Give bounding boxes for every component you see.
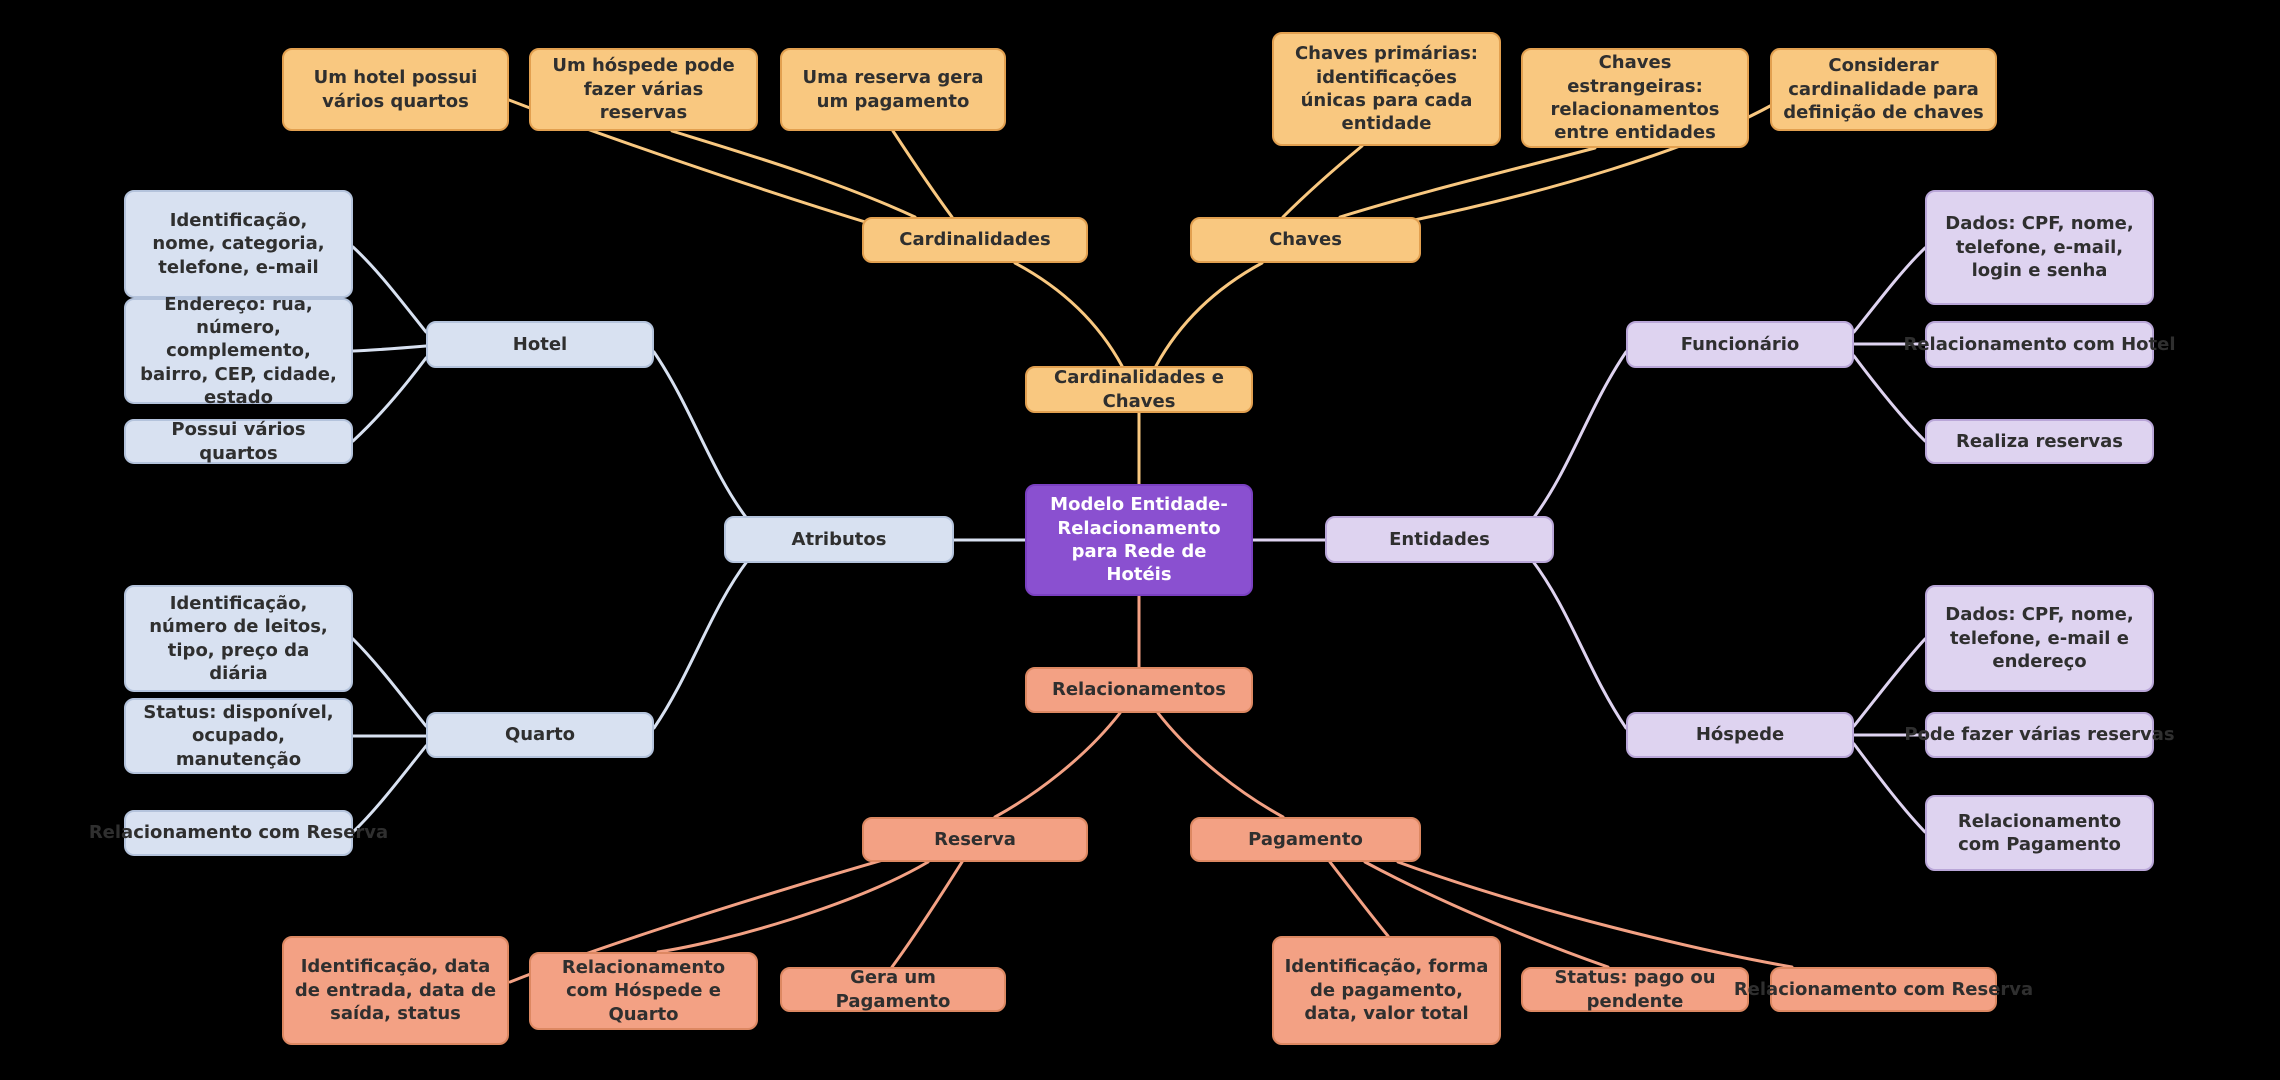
edge-cec-cardinalidades [1013,261,1124,368]
node-chaves-item-1[interactable]: Chaves primárias: identificações únicas … [1272,32,1501,146]
edge-atributos-quarto [652,558,750,730]
edge-cec-chaves [1154,261,1264,368]
node-reserva-item-1[interactable]: Identificação, data de entrada, data de … [282,936,509,1045]
node-funcionario-item-3[interactable]: Realiza reservas [1925,419,2154,464]
node-chaves-item-3[interactable]: Considerar cardinalidade para definição … [1770,48,1997,131]
edge-reserva-item-3 [890,860,964,969]
edge-relacionamentos-reserva [993,711,1122,819]
edge-entidades-hospede [1530,558,1628,730]
edge-chaves-item-2 [1338,146,1597,219]
edge-pagamento-item-2 [1363,860,1610,969]
node-funcionario[interactable]: Funcionário [1626,321,1854,368]
edge-funcionario-item-1 [1852,246,1927,334]
node-quarto-item-1[interactable]: Identificação, número de leitos, tipo, p… [124,585,353,692]
edge-hospede-item-1 [1852,637,1927,728]
edge-hotel-item-3 [351,356,428,443]
node-reserva-item-2[interactable]: Relacionamento com Hóspede e Quarto [529,952,758,1030]
node-atributos[interactable]: Atributos [724,516,954,563]
edge-hotel-item-2 [351,344,428,353]
edge-chaves-item-1 [1281,144,1364,219]
edge-funcionario-item-3 [1852,354,1927,443]
node-hospede-item-2[interactable]: Pode fazer várias reservas [1904,712,2175,758]
node-pagamento-item-1[interactable]: Identificação, forma de pagamento, data,… [1272,936,1501,1045]
node-funcionario-item-1[interactable]: Dados: CPF, nome, telefone, e-mail, logi… [1925,190,2154,305]
node-hospede-item-3[interactable]: Relacionamento com Pagamento [1925,795,2154,871]
node-cardinalidades-item-1[interactable]: Um hotel possui vários quartos [282,48,509,131]
node-cardinalidades-item-3[interactable]: Uma reserva gera um pagamento [780,48,1006,131]
edge-quarto-item-3 [351,744,428,834]
node-funcionario-item-2[interactable]: Relacionamento com Hotel [1903,321,2176,368]
node-pagamento-item-3[interactable]: Relacionamento com Reserva [1734,967,2033,1012]
edge-hotel-item-1 [351,245,428,334]
node-pagamento-item-2[interactable]: Status: pago ou pendente [1521,967,1749,1012]
node-cardinalidades[interactable]: Cardinalidades [862,217,1088,263]
node-quarto-item-3[interactable]: Relacionamento com Reserva [89,810,388,856]
node-quarto-item-2[interactable]: Status: disponível, ocupado, manutenção [124,698,353,774]
node-quarto[interactable]: Quarto [426,712,654,758]
node-chaves[interactable]: Chaves [1190,217,1421,263]
edge-quarto-item-1 [351,637,428,728]
edge-entidades-funcionario [1530,350,1628,522]
node-cardinalidades-e-chaves[interactable]: Cardinalidades e Chaves [1025,366,1253,413]
node-hotel-item-1[interactable]: Identificação, nome, categoria, telefone… [124,190,353,298]
edge-relacionamentos-pagamento [1156,711,1285,819]
node-chaves-item-2[interactable]: Chaves estrangeiras: relacionamentos ent… [1521,48,1749,148]
node-relacionamentos[interactable]: Relacionamentos [1025,667,1253,713]
node-hotel[interactable]: Hotel [426,321,654,368]
edge-cardinalidades-item-2 [670,129,917,219]
node-hospede-item-1[interactable]: Dados: CPF, nome, telefone, e-mail e end… [1925,585,2154,692]
node-pagamento[interactable]: Pagamento [1190,817,1421,862]
node-root[interactable]: Modelo Entidade-Relacionamento para Rede… [1025,484,1253,596]
edge-hospede-item-3 [1852,742,1927,834]
edge-pagamento-item-1 [1328,860,1390,938]
edge-reserva-item-2 [656,860,930,954]
node-entidades[interactable]: Entidades [1325,516,1554,563]
edge-atributos-hotel [652,350,750,522]
node-reserva-item-3[interactable]: Gera um Pagamento [780,967,1006,1012]
node-hospede[interactable]: Hóspede [1626,712,1854,758]
node-hotel-item-3[interactable]: Possui vários quartos [124,419,353,464]
node-reserva[interactable]: Reserva [862,817,1088,862]
edge-cardinalidades-item-3 [891,129,954,219]
node-hotel-item-2[interactable]: Endereço: rua, número, complemento, bair… [124,294,353,408]
edge-pagamento-item-3 [1396,860,1794,969]
node-cardinalidades-item-2[interactable]: Um hóspede pode fazer várias reservas [529,48,758,131]
